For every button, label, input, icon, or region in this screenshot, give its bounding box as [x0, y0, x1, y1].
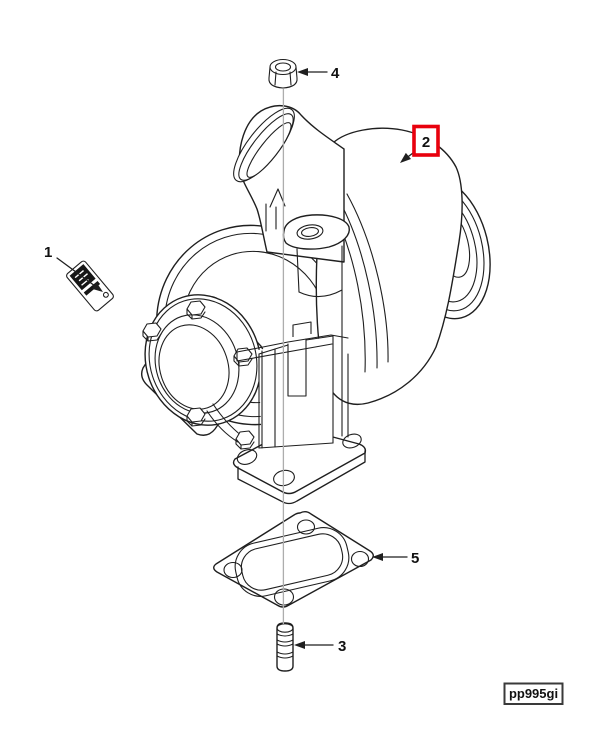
- figure-code: pp995gi: [509, 686, 558, 701]
- flange-bolt: [235, 430, 255, 450]
- callout-4[interactable]: 4: [297, 65, 340, 82]
- callout-2[interactable]: 2: [397, 124, 440, 167]
- callout-2-arrowhead: [400, 152, 411, 163]
- callout-3-arrowhead: [294, 641, 305, 649]
- turbine-inlet-flange: [140, 294, 265, 436]
- callout-5-label[interactable]: 5: [411, 550, 419, 567]
- callout-1-label[interactable]: 1: [44, 244, 52, 261]
- callout-4-label[interactable]: 4: [331, 65, 340, 82]
- stud: [276, 622, 294, 672]
- hex-nut: [268, 58, 298, 89]
- turbocharger-assembly: [140, 104, 491, 505]
- callout-5[interactable]: 5: [372, 550, 419, 567]
- callout-3[interactable]: 3: [294, 638, 346, 655]
- callout-4-arrowhead: [297, 68, 308, 76]
- dataplate: [66, 260, 114, 312]
- exhaust-gasket: [213, 511, 374, 608]
- callout-1-arrowhead: [91, 282, 103, 292]
- callout-2-highlight-box: [412, 124, 440, 157]
- callout-3-label[interactable]: 3: [338, 638, 346, 655]
- compressor-housing: [315, 127, 463, 405]
- figure-code-box: pp995gi: [503, 682, 564, 705]
- oil-port-boss: [282, 214, 350, 438]
- mounting-bracket: [235, 321, 349, 450]
- callout-1[interactable]: 1: [44, 244, 105, 295]
- callout-5-arrowhead: [372, 553, 383, 561]
- callout-2-label[interactable]: 2: [422, 134, 430, 151]
